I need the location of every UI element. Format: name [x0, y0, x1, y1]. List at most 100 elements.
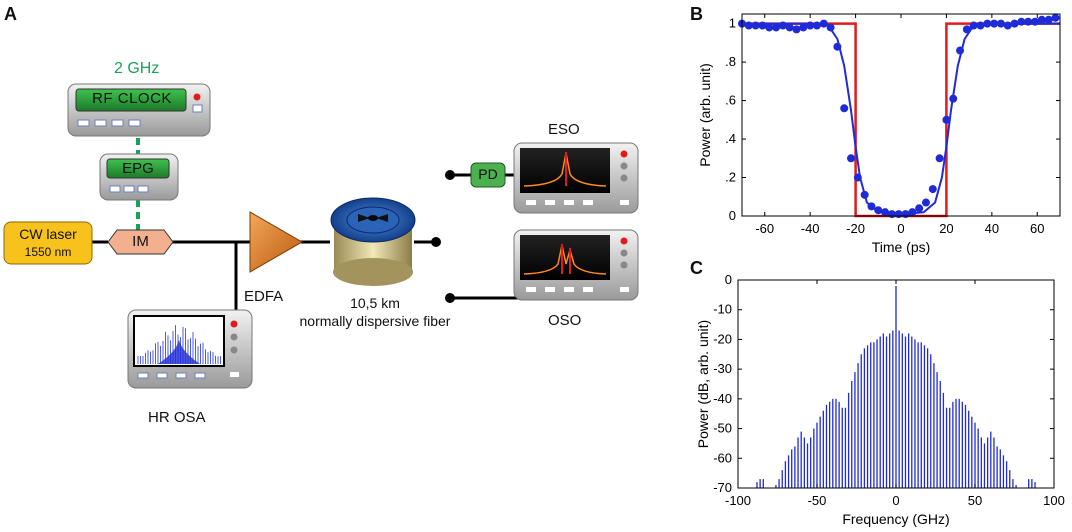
data-point	[840, 104, 849, 113]
panel-label-b: B	[690, 4, 703, 24]
data-point	[758, 21, 767, 30]
x-tick-label: 20	[939, 221, 953, 236]
edfa-amplifier	[249, 211, 304, 273]
data-point	[765, 23, 774, 32]
x-tick-label: 40	[985, 221, 999, 236]
x-tick-label: -100	[725, 493, 751, 508]
x-axis-label: Frequency (GHz)	[842, 511, 949, 527]
data-point	[928, 185, 937, 194]
y-axis-label: Power (dB, arb. unit)	[695, 320, 711, 448]
y-tick-label: -50	[713, 421, 732, 436]
x-axis-label: Time (ps)	[872, 239, 931, 255]
data-point	[983, 19, 992, 28]
y-tick-label: .4	[725, 131, 736, 146]
hr-osa-label: HR OSA	[148, 409, 206, 426]
x-tick-label: 0	[892, 493, 899, 508]
data-point	[1051, 13, 1060, 22]
plot-frame	[737, 279, 1055, 489]
plot-frame	[741, 13, 1061, 217]
data-point	[751, 21, 760, 30]
data-point	[1037, 15, 1046, 24]
osa-screen-peak	[158, 340, 200, 364]
data-point	[935, 154, 944, 163]
epg-label: EPG	[122, 160, 154, 177]
pd-input-connector	[445, 170, 455, 180]
data-point	[990, 19, 999, 28]
cw-laser-box	[3, 221, 93, 265]
data-point	[1044, 15, 1053, 24]
data-point	[806, 21, 815, 30]
fiber-length-label: 10,5 km	[350, 295, 400, 311]
rf-clock-device	[67, 83, 211, 137]
x-tick-label: 50	[968, 493, 982, 508]
y-tick-label: -60	[713, 450, 732, 465]
data-point	[881, 208, 890, 217]
clock-frequency-label: 2 GHz	[114, 60, 160, 77]
data-point	[956, 46, 965, 55]
y-tick-label: -30	[713, 361, 732, 376]
data-point	[996, 19, 1005, 28]
y-tick-label: .6	[725, 93, 736, 108]
im-label: IM	[132, 233, 149, 250]
data-point	[792, 25, 801, 34]
data-point	[812, 21, 821, 30]
data-point	[1031, 17, 1040, 26]
panel-label-c: C	[690, 258, 703, 278]
rf-clock-label: RF CLOCK	[92, 90, 172, 107]
data-point	[976, 21, 985, 30]
x-tick-label: -50	[808, 493, 827, 508]
pd-box	[470, 162, 506, 188]
x-tick-label: -20	[846, 221, 865, 236]
fiber-spool	[330, 197, 416, 286]
y-tick-label: -20	[713, 331, 732, 346]
data-point	[949, 94, 958, 103]
data-point	[744, 21, 753, 30]
data-point	[1003, 21, 1012, 30]
data-point	[778, 21, 787, 30]
y-axis-label: Power (arb. unit)	[697, 63, 713, 166]
data-point	[847, 154, 856, 163]
x-tick-label: 60	[1030, 221, 1044, 236]
data-point	[785, 23, 794, 32]
x-tick-label: -60	[755, 221, 774, 236]
x-tick-label: 100	[1043, 493, 1065, 508]
data-point	[942, 115, 951, 124]
data-point	[921, 198, 930, 207]
data-point	[901, 210, 910, 219]
y-tick-label: 0	[725, 272, 732, 287]
data-point	[853, 173, 862, 182]
data-point	[874, 206, 883, 215]
y-tick-label: 0	[729, 208, 736, 223]
y-tick-label: .2	[725, 170, 736, 185]
data-point	[867, 202, 876, 211]
edfa-label: EDFA	[244, 288, 284, 305]
data-point	[799, 23, 808, 32]
hr-osa	[127, 309, 253, 389]
epg-device	[99, 153, 179, 201]
data-point	[1024, 17, 1033, 26]
data-point	[1010, 19, 1019, 28]
y-tick-label: 1	[729, 16, 736, 31]
data-point	[887, 210, 896, 219]
panel-label-a: A	[4, 4, 17, 24]
data-point	[894, 210, 903, 219]
fiber-description-label: normally dispersive fiber	[299, 313, 451, 329]
oso-input-connector	[445, 293, 455, 303]
data-point	[1017, 17, 1026, 26]
pd-label: PD	[478, 166, 498, 182]
setup-diagram	[3, 83, 639, 389]
oso-label: OSO	[548, 312, 582, 329]
data-point	[962, 25, 971, 34]
data-point	[908, 208, 917, 217]
y-tick-label: -10	[713, 302, 732, 317]
data-point	[826, 23, 835, 32]
eso-scope	[513, 142, 639, 214]
im-modulator	[107, 229, 174, 255]
x-tick-label: -40	[801, 221, 820, 236]
y-tick-label: -70	[713, 480, 732, 495]
data-point	[915, 204, 924, 213]
y-tick-label: .8	[725, 54, 736, 69]
series-fit-curve	[742, 22, 1060, 216]
